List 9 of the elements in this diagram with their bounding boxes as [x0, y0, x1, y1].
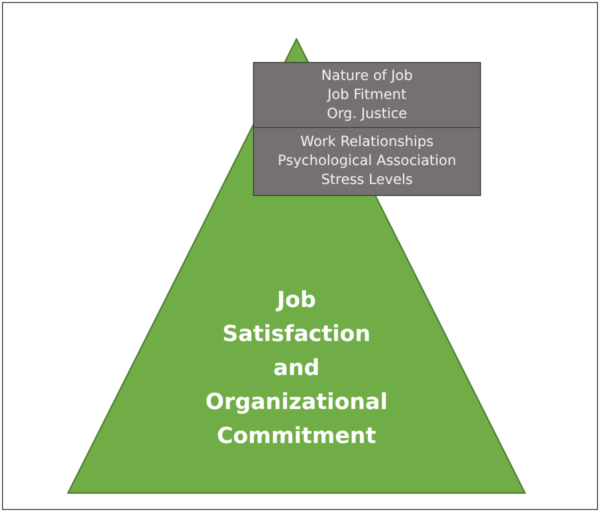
factor-label: Job Fitment	[327, 86, 407, 104]
factor-label: Org. Justice	[326, 104, 408, 124]
factor-label: Work Relationships	[300, 133, 434, 152]
pyramid-label: Job Satisfaction and Organizational Commitment	[205, 287, 388, 451]
factor-box	[253, 62, 481, 128]
factor-label: Nature of Job	[321, 66, 413, 86]
factor-label: Stress Levels	[321, 171, 413, 190]
factor-label: Psychological Association	[278, 152, 456, 171]
factor-box	[253, 127, 481, 196]
